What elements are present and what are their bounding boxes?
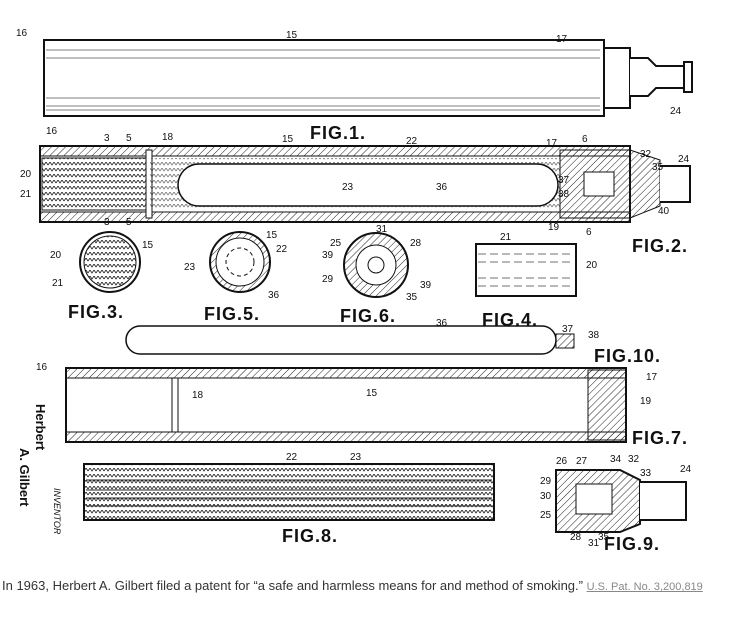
fig3-drawing [79, 231, 141, 293]
ref-35: 35 [652, 162, 664, 173]
ref-20c: 20 [50, 250, 62, 261]
ref-21: 21 [20, 189, 32, 200]
ref-17b: 17 [546, 138, 558, 149]
ref-29f: 29 [322, 274, 334, 285]
ref-37g: 37 [562, 324, 574, 335]
ref-15e: 15 [266, 230, 278, 241]
ref-26: 26 [556, 456, 568, 467]
ref-30: 30 [540, 491, 552, 502]
ref-39f: 39 [322, 250, 334, 261]
ref-21c: 21 [52, 278, 64, 289]
ref-37: 37 [558, 175, 570, 186]
inventor-name-line2: A. Gilbert [17, 448, 32, 507]
patent-drawing: FIG.1. 16 15 17 24 FIG.2. 16 3 5 18 15 2… [16, 28, 693, 554]
ref-24: 24 [670, 106, 682, 117]
ref-22: 22 [406, 136, 418, 147]
ref-19: 19 [548, 222, 560, 233]
fig1-label: FIG.1. [310, 123, 366, 143]
ref-17h: 17 [646, 372, 658, 383]
fig10-label: FIG.10. [594, 346, 661, 366]
caption-text: In 1963, Herbert A. Gilbert filed a pate… [2, 578, 583, 593]
ref-36: 36 [436, 182, 448, 193]
fig9-drawing [555, 469, 687, 533]
ref-32: 32 [640, 149, 652, 160]
fig9-label: FIG.9. [604, 534, 660, 554]
fig6-drawing [343, 232, 409, 298]
fig4-label: FIG.4. [482, 310, 538, 330]
ref-16h: 16 [36, 362, 48, 373]
ref-3-top: 3 [104, 133, 110, 144]
fig5-drawing [209, 231, 271, 293]
ref-22i: 22 [286, 452, 298, 463]
ref-28j: 28 [570, 532, 582, 543]
ref-23: 23 [342, 182, 354, 193]
ref-19h: 19 [640, 396, 652, 407]
ref-6-top: 6 [582, 134, 588, 145]
fig5-label: FIG.5. [204, 304, 260, 324]
ref-21d: 21 [500, 232, 512, 243]
ref-32j: 32 [628, 454, 640, 465]
fig2-drawing [39, 145, 691, 223]
ref-27: 27 [576, 456, 588, 467]
ref-20: 20 [20, 169, 32, 180]
ref-24j: 24 [680, 464, 692, 475]
figure-caption: In 1963, Herbert A. Gilbert filed a pate… [2, 577, 732, 596]
ref-40: 40 [658, 206, 670, 217]
ref-22e: 22 [276, 244, 288, 255]
ref-5-bot: 5 [126, 217, 132, 228]
ref-38g: 38 [588, 330, 600, 341]
ref-35f: 35 [406, 292, 418, 303]
ref-29j: 29 [540, 476, 552, 487]
ref-28f: 28 [410, 238, 422, 249]
ref-16b: 16 [46, 126, 58, 137]
ref-23i: 23 [350, 452, 362, 463]
ref-15: 15 [286, 30, 298, 41]
ref-24b: 24 [678, 154, 690, 165]
ref-31j: 31 [588, 538, 600, 549]
fig2-label: FIG.2. [632, 236, 688, 256]
ref-38: 38 [558, 189, 570, 200]
inventor-name-line1: Herbert [33, 404, 48, 451]
ref-31f: 31 [376, 224, 388, 235]
patent-link[interactable]: U.S. Pat. No. 3,200,819 [586, 581, 703, 593]
inventor-label: INVENTOR [52, 488, 62, 535]
ref-15h: 15 [366, 388, 378, 399]
ref-20d: 20 [586, 260, 598, 271]
fig10-drawing [125, 325, 575, 355]
fig8-label: FIG.8. [282, 526, 338, 546]
fig1-drawing [43, 39, 693, 117]
ref-16: 16 [16, 28, 28, 39]
ref-3-bot: 3 [104, 217, 110, 228]
fig3-label: FIG.3. [68, 302, 124, 322]
ref-35j: 35 [598, 532, 610, 543]
fig6-label: FIG.6. [340, 306, 396, 326]
ref-34: 34 [610, 454, 622, 465]
ref-33: 33 [640, 468, 652, 479]
fig7-drawing [65, 367, 627, 443]
ref-18: 18 [162, 132, 174, 143]
ref-25f: 25 [330, 238, 342, 249]
fig4-drawing [475, 243, 577, 297]
fig8-drawing [83, 463, 495, 521]
ref-17: 17 [556, 34, 568, 45]
ref-6-bot: 6 [586, 227, 592, 238]
ref-15b: 15 [282, 134, 294, 145]
ref-5-top: 5 [126, 133, 132, 144]
ref-25j: 25 [540, 510, 552, 521]
fig7-label: FIG.7. [632, 428, 688, 448]
ref-15c: 15 [142, 240, 154, 251]
ref-39f2: 39 [420, 280, 432, 291]
ref-18h: 18 [192, 390, 204, 401]
ref-36e: 36 [268, 290, 280, 301]
ref-36g: 36 [436, 318, 448, 329]
ref-23e: 23 [184, 262, 196, 273]
